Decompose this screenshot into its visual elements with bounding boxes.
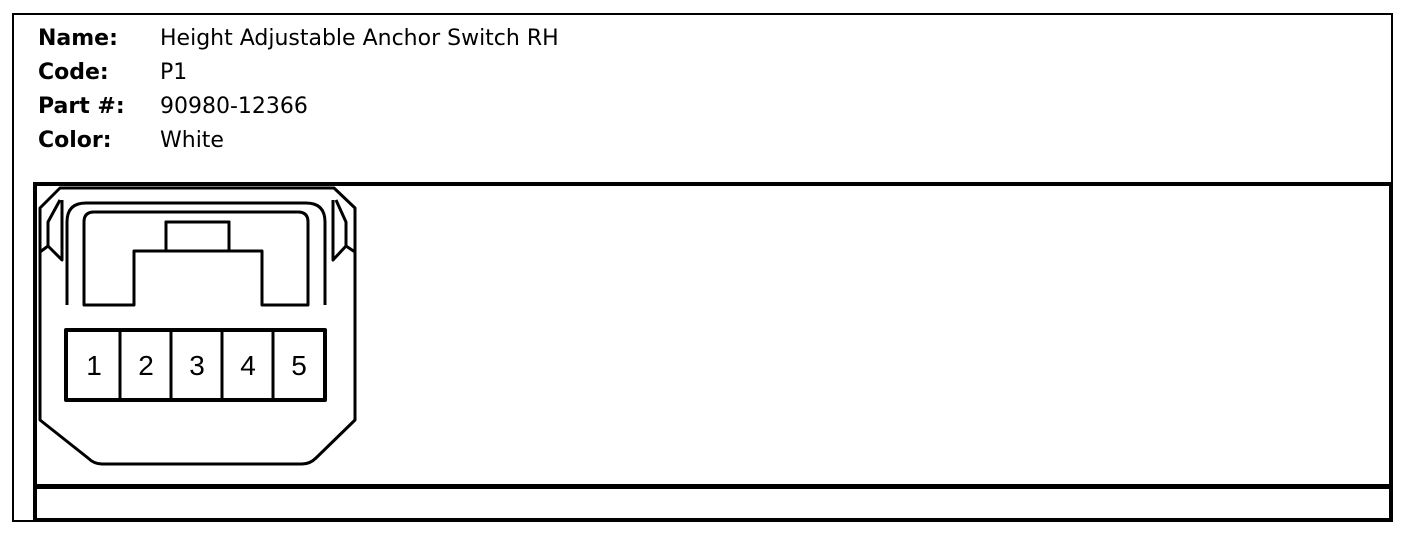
- pin-label: 1: [86, 350, 102, 381]
- code-label: Code:: [38, 60, 109, 85]
- connector-housing-outline: [38, 186, 357, 466]
- pin-label: 5: [291, 350, 307, 381]
- color-label: Color:: [38, 128, 112, 153]
- connector-key-outline: [82, 210, 310, 307]
- code-row: Code: P1: [38, 56, 559, 90]
- pin-label: 4: [240, 350, 256, 381]
- connector-info: Name: Height Adjustable Anchor Switch RH…: [38, 22, 559, 158]
- pin-label: 3: [189, 350, 205, 381]
- connector-right-rib: [331, 199, 356, 262]
- part-number-value: 90980-12366: [160, 94, 308, 119]
- connector-hood: [65, 201, 327, 305]
- part-number-label: Part #:: [38, 94, 125, 119]
- pin-cavity-block: [64, 328, 327, 402]
- pin-label: 2: [138, 350, 154, 381]
- diagram-divider: [33, 484, 1392, 489]
- part-number-row: Part #: 90980-12366: [38, 90, 559, 124]
- connector-left-rib: [39, 199, 64, 262]
- name-row: Name: Height Adjustable Anchor Switch RH: [38, 22, 559, 56]
- name-label: Name:: [38, 26, 118, 51]
- color-row: Color: White: [38, 124, 559, 158]
- color-value: White: [160, 128, 224, 153]
- diagram-frame: [33, 182, 1392, 522]
- connector-lock-tab: [164, 220, 231, 253]
- code-value: P1: [160, 60, 188, 85]
- name-value: Height Adjustable Anchor Switch RH: [160, 26, 559, 51]
